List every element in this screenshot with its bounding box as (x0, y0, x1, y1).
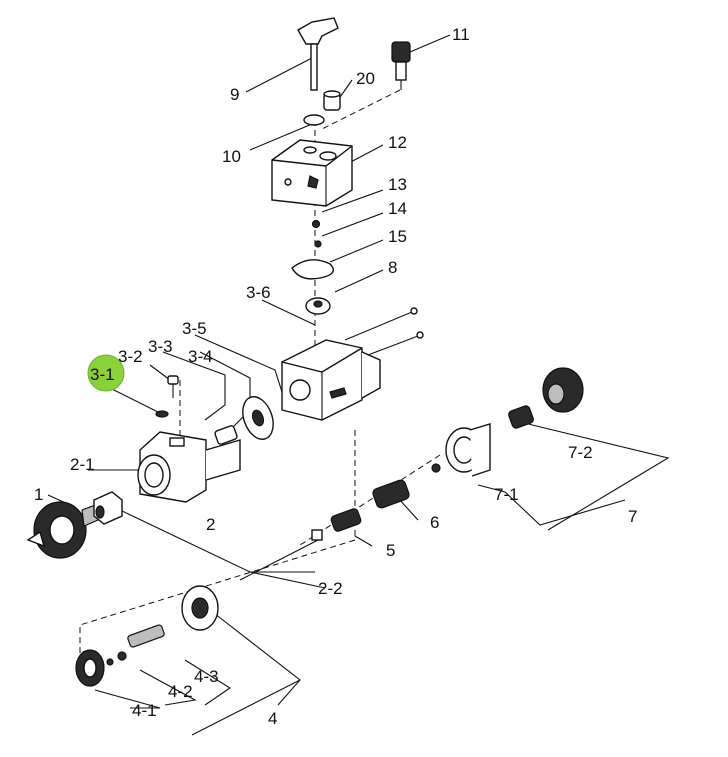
part-2-2-needle (239, 529, 323, 581)
label-14: 14 (388, 199, 407, 218)
label-4-2: 4-2 (168, 682, 193, 701)
part-10-washer (303, 114, 325, 126)
label-20: 20 (356, 69, 375, 88)
part-12-valve-block (271, 139, 353, 207)
leader-lines (47, 34, 670, 736)
part-13-seal (311, 219, 321, 229)
part-3-4-diaphragm (242, 396, 274, 440)
part-8-bushing (305, 297, 331, 315)
label-7-2: 7-2 (568, 443, 593, 462)
part-1-air-cap (26, 501, 99, 559)
label-13: 13 (388, 175, 407, 194)
label-10: 10 (222, 147, 241, 166)
label-2: 2 (206, 515, 215, 534)
label-3-3: 3-3 (148, 337, 173, 356)
part-2-1-front-body (137, 431, 241, 503)
part-15-clip (291, 259, 334, 280)
label-7-1: 7-1 (494, 485, 519, 504)
part-6-spring (372, 479, 410, 509)
label-3-1: 3-1 (90, 365, 115, 384)
part-11-air-valve (391, 41, 411, 90)
label-8: 8 (388, 258, 397, 277)
part-5-spring (330, 508, 362, 532)
part-4-rear-assembly (75, 585, 219, 687)
label-1: 1 (34, 485, 43, 504)
label-12: 12 (388, 133, 407, 152)
label-7: 7 (628, 507, 637, 526)
part-14-ball (314, 240, 322, 248)
assembly-axes (79, 89, 441, 665)
label-3-6: 3-6 (246, 283, 271, 302)
part-3-head-body (281, 339, 381, 421)
label-2-2: 2-2 (318, 579, 343, 598)
part-3-1-washer (155, 410, 169, 418)
label-3-5: 3-5 (182, 319, 207, 338)
part-3-2-screw (167, 375, 179, 398)
label-3-2: 3-2 (118, 347, 143, 366)
label-4: 4 (268, 709, 277, 728)
part-9-needle-knob (297, 17, 339, 91)
label-9: 9 (230, 85, 239, 104)
part-7-adjustment-assembly (431, 367, 584, 477)
part-3-3-nut (214, 425, 238, 445)
part-20-cap (323, 90, 341, 111)
label-11: 11 (452, 25, 470, 44)
label-5: 5 (386, 541, 395, 560)
highlight-marker-3-1 (87, 354, 125, 392)
part-labels: 9 10 20 11 12 13 14 15 8 3-6 3-5 3-3 3-4… (34, 25, 637, 728)
label-15: 15 (388, 227, 407, 246)
label-4-1: 4-1 (132, 701, 157, 720)
part-3-6-screws (344, 307, 424, 359)
label-6: 6 (430, 513, 439, 532)
part-2-fluid-nozzle (93, 491, 123, 525)
label-2-1: 2-1 (70, 455, 95, 474)
label-3-4: 3-4 (188, 347, 213, 366)
label-4-3: 4-3 (194, 667, 219, 686)
